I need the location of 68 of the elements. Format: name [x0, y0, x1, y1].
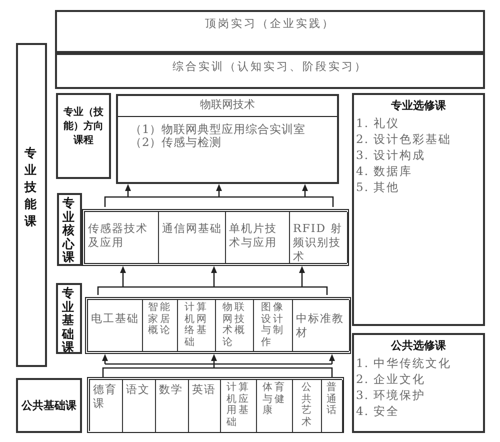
course-name: 计算机应用基础 — [226, 380, 252, 428]
course-name: 图像设计与制作 — [260, 301, 286, 348]
course-cell — [290, 212, 348, 263]
list-item: 2. 设计色彩基础 — [355, 131, 453, 147]
list-item: 3. 设计构成 — [355, 147, 427, 163]
course-name: 智能家居概论 — [147, 300, 173, 336]
bracket-arrow — [97, 266, 328, 296]
category-label-text: 专业技能课 — [24, 145, 38, 230]
course-row — [85, 297, 351, 354]
course-name: 中标准教材 — [295, 311, 345, 340]
category-label — [57, 193, 82, 266]
course-cell — [123, 380, 156, 432]
course-name: 体育与健康 — [262, 380, 288, 416]
stage-title: 顶岗实习（企业实践） — [204, 17, 336, 31]
course-name: 语文 — [125, 382, 151, 397]
stage-title: 综合实训（认知实习、阶段实习） — [172, 60, 368, 74]
elective-list-box — [352, 333, 485, 433]
list-item: 1. 礼仪 — [355, 115, 401, 131]
list-item: 4. 安全 — [355, 403, 401, 419]
box-heading: 公共选修课 — [390, 338, 447, 353]
box-heading: 专业选修课 — [390, 98, 447, 113]
course-name: 德育课 — [92, 382, 118, 411]
category-label-text: 公共基础课 — [20, 398, 78, 413]
course-name: 数学 — [158, 382, 184, 397]
bracket-arrow — [102, 354, 335, 378]
category-label-text: 专业基础课 — [62, 287, 75, 354]
course-name: RFID 射频识别技术 — [292, 221, 344, 264]
course-name: 单机片技术与应用 — [228, 221, 278, 250]
course-cell — [159, 212, 226, 263]
list-item: 4. 数据库 — [355, 163, 414, 179]
course-name: 传感器技术及应用 — [87, 221, 149, 250]
course-cell — [156, 380, 189, 432]
course-row — [82, 209, 349, 266]
list-item: 3. 环境保护 — [355, 387, 427, 403]
category-label-text: 专业核心课 — [62, 197, 76, 264]
course-cell — [189, 380, 221, 432]
stage-box — [55, 10, 485, 53]
list-item: （1）物联网典型应用综合实训室 — [129, 123, 306, 136]
course-name: 普通话 — [326, 380, 338, 416]
course-name: 计算机网络基础 — [184, 300, 210, 348]
course-cell — [322, 380, 343, 432]
course-name: 电工基础 — [90, 311, 140, 326]
course-name: 物联网技术概论 — [222, 301, 248, 348]
list-item: 5. 其他 — [355, 179, 401, 195]
category-label — [16, 43, 47, 367]
course-cell — [90, 380, 123, 432]
category-label — [56, 283, 82, 354]
course-cell — [85, 212, 159, 263]
bracket-arrow — [104, 184, 334, 208]
list-item: 2. 企业文化 — [355, 371, 427, 387]
course-cell — [221, 380, 257, 432]
course-cell — [226, 212, 290, 263]
category-label — [16, 378, 82, 433]
stage-box — [55, 53, 485, 89]
course-cell — [293, 300, 350, 351]
course-cell — [293, 380, 322, 432]
box-heading: 物联网技术 — [118, 96, 337, 117]
course-cell — [257, 380, 293, 432]
category-label-text: 专业（技能）方向课程 — [62, 106, 104, 147]
category-label — [56, 93, 111, 179]
course-box — [116, 94, 339, 184]
course-name: 公共艺术 — [302, 381, 312, 428]
course-name: 通信网基础 — [161, 221, 223, 236]
course-name: 英语 — [191, 382, 217, 397]
list-item: 1. 中华传统文化 — [355, 355, 453, 371]
course-row — [87, 377, 344, 433]
list-item: （2）传感与检测 — [129, 136, 222, 149]
elective-list-box — [352, 93, 485, 326]
